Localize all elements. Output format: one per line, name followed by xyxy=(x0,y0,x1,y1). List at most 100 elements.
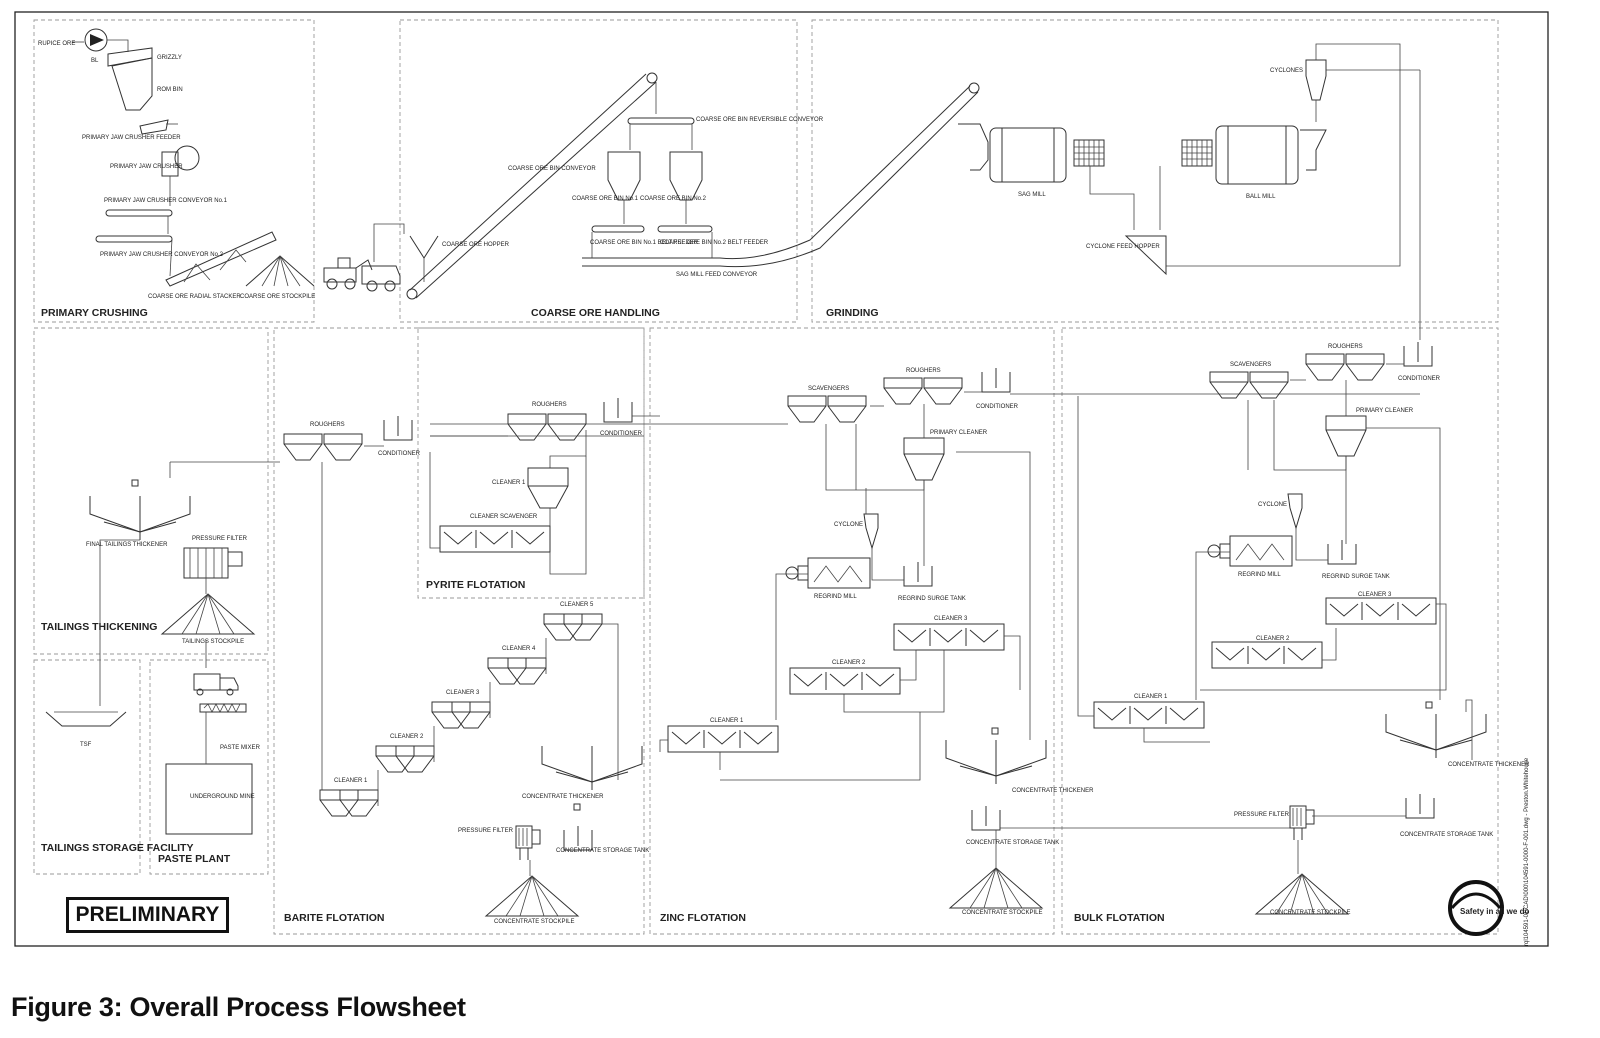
section-paste-plant: PASTE PLANT xyxy=(158,853,231,865)
grizzly-icon xyxy=(107,47,153,67)
label-barite-cleaner5: CLEANER 5 xyxy=(560,602,594,608)
section-primary-crushing: PRIMARY CRUSHING xyxy=(41,307,148,319)
conveyor2-icon xyxy=(95,235,173,243)
label-bulk-primary-cleaner: PRIMARY CLEANER xyxy=(1356,408,1414,414)
section-barite: BARITE FLOTATION xyxy=(284,912,385,924)
label-bin-conveyor: COARSE ORE BIN CONVEYOR xyxy=(508,166,596,172)
label-underground-mine: UNDERGROUND MINE xyxy=(190,794,255,800)
label-zinc-cyclone: CYCLONE xyxy=(834,522,863,528)
label-final-thickener: FINAL TAILINGS THICKENER xyxy=(86,542,168,548)
zone-bulk xyxy=(1061,327,1499,935)
zone-pyrite xyxy=(417,327,645,599)
preliminary-stamp: PRELIMINARY xyxy=(66,897,229,933)
label-bulk-cleaner2: CLEANER 2 xyxy=(1256,636,1290,642)
label-bulk-cleaner3: CLEANER 3 xyxy=(1358,592,1392,598)
label-bulk-cyclone: CYCLONE xyxy=(1258,502,1287,508)
label-zinc-conc-storage: CONCENTRATE STORAGE TANK xyxy=(966,840,1059,846)
figure-caption: Figure 3: Overall Process Flowsheet xyxy=(11,992,466,1022)
label-barite-conc-thickener: CONCENTRATE THICKENER xyxy=(522,794,604,800)
section-zinc: ZINC FLOTATION xyxy=(660,912,746,924)
label-bulk-regrind-surge: REGRIND SURGE TANK xyxy=(1322,574,1390,580)
label-coarse-hopper: COARSE ORE HOPPER xyxy=(442,242,510,248)
reversible-conveyor-icon xyxy=(627,117,695,125)
safety-logo: Safety in all we do xyxy=(1448,880,1529,936)
label-bulk-conc-storage: CONCENTRATE STORAGE TANK xyxy=(1400,832,1493,838)
label-bulk-pressure-filter: PRESSURE FILTER xyxy=(1234,812,1290,818)
cyclones-icon xyxy=(1305,59,1327,101)
label-sag-feed-conveyor: SAG MILL FEED CONVEYOR xyxy=(676,272,758,278)
radial-stacker-icon xyxy=(165,231,277,287)
label-barite-conditioner: CONDITIONER xyxy=(378,451,421,457)
bulk-equipment xyxy=(1077,341,1487,915)
section-coarse-ore-handling: COARSE ORE HANDLING xyxy=(531,307,660,319)
label-barite-roughers: ROUGHERS xyxy=(310,422,345,428)
underground-mine-icon xyxy=(165,763,253,835)
label-conveyor2: PRIMARY JAW CRUSHER CONVEYOR No.2 xyxy=(100,252,224,258)
label-zinc-regrind-surge: REGRIND SURGE TANK xyxy=(898,596,966,602)
conveyor1-icon xyxy=(105,209,173,217)
label-tsf: TSF xyxy=(80,742,92,748)
label-reversible-conveyor: COARSE ORE BIN REVERSIBLE CONVEYOR xyxy=(696,117,824,123)
sag-feed-conveyor-icon xyxy=(582,85,971,260)
label-radial-stacker: COARSE ORE RADIAL STACKER xyxy=(148,294,241,300)
label-jaw-feeder: PRIMARY JAW CRUSHER FEEDER xyxy=(82,135,181,141)
drawing-reference: rql104591-01\CAD\000\104591-0000-F-001.d… xyxy=(1524,757,1530,946)
label-zinc-regrind-mill: REGRIND MILL xyxy=(814,594,857,600)
zone-coarse-ore xyxy=(399,19,798,323)
label-tailings-stockpile: TAILINGS STOCKPILE xyxy=(182,639,244,645)
label-barite-cleaner2: CLEANER 2 xyxy=(390,734,424,740)
label-bulk-cleaner1: CLEANER 1 xyxy=(1134,694,1168,700)
primary-crushing-equipment xyxy=(72,28,315,287)
label-zinc-primary-cleaner: PRIMARY CLEANER xyxy=(930,430,988,436)
label-bulk-conditioner: CONDITIONER xyxy=(1398,376,1441,382)
zone-zinc xyxy=(649,327,1055,935)
label-belt-feeder1: COARSE ORE BIN No.1 BELT FEEDER xyxy=(590,240,699,246)
zone-tsf xyxy=(33,659,141,875)
section-pyrite: PYRITE FLOTATION xyxy=(426,579,525,591)
coarse-ore-equipment xyxy=(406,72,980,300)
zinc-equipment xyxy=(659,367,1420,909)
label-pyrite-cleaner1: CLEANER 1 xyxy=(492,480,526,486)
label-barite-conc-stockpile: CONCENTRATE STOCKPILE xyxy=(494,919,574,925)
label-rom-bin: ROM BIN xyxy=(157,87,183,93)
label-pressure-filter-tailings: PRESSURE FILTER xyxy=(192,536,248,542)
label-bulk-conc-thickener: CONCENTRATE THICKENER xyxy=(1448,762,1530,768)
label-belt-feeder2: COARSE ORE BIN No.2 BELT FEEDER xyxy=(660,240,769,246)
section-grinding: GRINDING xyxy=(826,307,879,319)
label-zinc-cleaner3: CLEANER 3 xyxy=(934,616,968,622)
label-zinc-conc-stockpile: CONCENTRATE STOCKPILE xyxy=(962,910,1042,916)
bin1-icon xyxy=(607,151,641,201)
label-bin2: COARSE ORE BIN No.2 xyxy=(640,196,707,202)
label-stockpile: COARSE ORE STOCKPILE xyxy=(240,294,315,300)
truck-icon xyxy=(193,673,239,691)
label-pyrite-conditioner: CONDITIONER xyxy=(600,431,643,437)
section-bulk: BULK FLOTATION xyxy=(1074,912,1165,924)
logo-text: Safety in all we do xyxy=(1460,907,1529,916)
label-cyclones: CYCLONES xyxy=(1270,68,1303,74)
loader-truck-icon xyxy=(323,223,405,292)
sag-mill-icon xyxy=(989,127,1067,183)
label-zinc-scavengers: SCAVENGERS xyxy=(808,386,849,392)
tailings-equipment xyxy=(45,461,280,835)
barite-pyrite-equipment xyxy=(283,397,660,917)
label-cyclone-feed-hopper: CYCLONE FEED HOPPER xyxy=(1086,244,1160,250)
zone-grinding xyxy=(811,19,1499,323)
zone-primary-crushing xyxy=(33,19,315,323)
section-tailings-thickening: TAILINGS THICKENING xyxy=(41,621,157,633)
label-bulk-scavengers: SCAVENGERS xyxy=(1230,362,1271,368)
label-zinc-conc-thickener: CONCENTRATE THICKENER xyxy=(1012,788,1094,794)
label-cleaner-scavenger: CLEANER SCAVENGER xyxy=(470,514,538,520)
label-barite-conc-storage: CONCENTRATE STORAGE TANK xyxy=(556,848,649,854)
zone-paste-plant xyxy=(149,659,269,875)
section-tsf: TAILINGS STORAGE FACILITY xyxy=(41,842,193,854)
label-bulk-conc-stockpile: CONCENTRATE STOCKPILE xyxy=(1270,910,1350,916)
tsf-icon xyxy=(45,711,127,727)
label-zinc-cleaner1: CLEANER 1 xyxy=(710,718,744,724)
label-barite-cleaner1: CLEANER 1 xyxy=(334,778,368,784)
label-rupice-ore: RUPICE ORE xyxy=(38,41,75,47)
label-conveyor1: PRIMARY JAW CRUSHER CONVEYOR No.1 xyxy=(104,198,228,204)
label-zinc-cleaner2: CLEANER 2 xyxy=(832,660,866,666)
coarse-hopper-icon xyxy=(409,235,439,259)
label-bulk-roughers: ROUGHERS xyxy=(1328,344,1363,350)
